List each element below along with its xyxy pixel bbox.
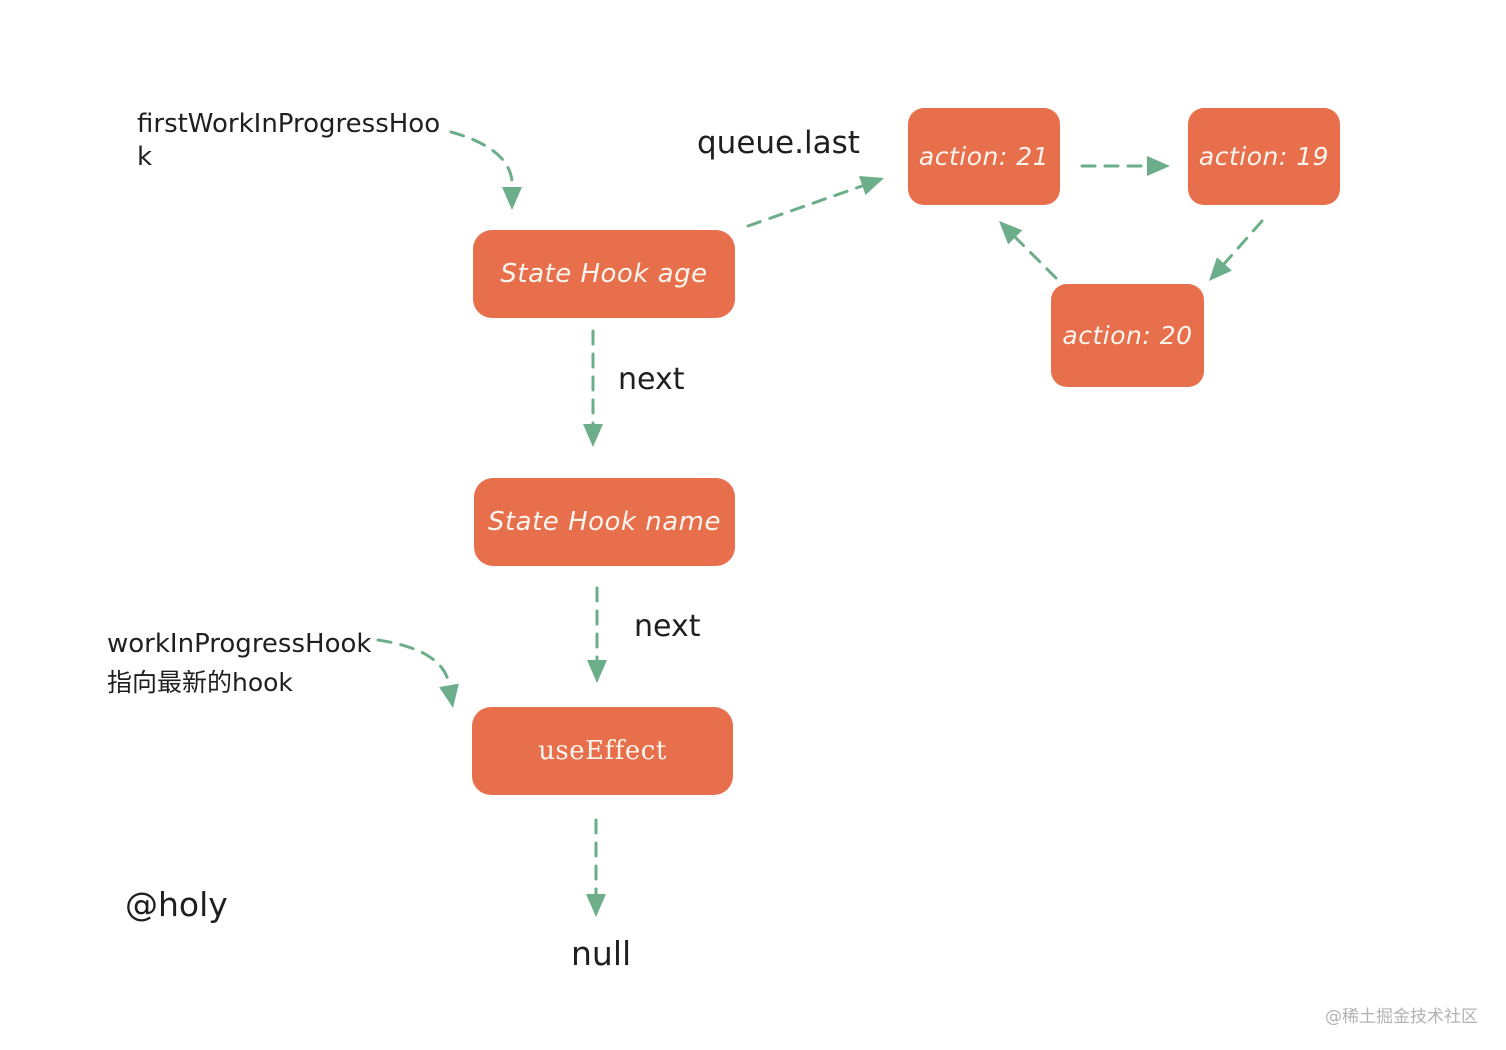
arrow-queue-last-to-action21: [746, 176, 884, 228]
label-work-in-progress-hook: workInProgressHook 指向最新的hook: [107, 628, 371, 698]
arrow-action21-to-action19: [1080, 156, 1170, 176]
arrow-action20-to-action21: [999, 221, 1058, 280]
label-wip-line2: 指向最新的hook: [107, 667, 293, 697]
label-first-work-in-progress-hook: firstWorkInProgressHoo k: [137, 108, 440, 173]
node-state-hook-name: State Hook name: [474, 478, 735, 566]
watermark: @稀土掘金技术社区: [1325, 1007, 1478, 1027]
label-null: null: [571, 934, 632, 973]
label-first-wip-line1: firstWorkInProgressHoo: [137, 109, 441, 139]
arrow-useeffect-to-null: [586, 818, 606, 917]
arrow-firstwip-to-state-hook-age: [449, 130, 522, 210]
label-first-wip-line2: k: [137, 141, 153, 172]
arrow-next-age-to-name: [583, 329, 603, 447]
node-action-20: action: 20: [1051, 284, 1204, 387]
arrow-action19-to-action20: [1209, 219, 1264, 281]
label-next-age-to-name: next: [618, 362, 685, 397]
arrow-wip-to-useeffect: [376, 638, 459, 708]
node-action-19: action: 19: [1188, 108, 1340, 205]
arrow-next-name-to-useeffect: [587, 586, 607, 683]
label-wip-line1: workInProgressHook: [107, 629, 372, 659]
label-author: @holy: [125, 885, 228, 924]
node-use-effect: useEffect: [472, 707, 733, 795]
node-action-21: action: 21: [908, 108, 1060, 205]
node-state-hook-age: State Hook age: [473, 230, 735, 318]
label-queue-last: queue.last: [697, 125, 860, 161]
label-next-name-to-effect: next: [634, 609, 701, 644]
